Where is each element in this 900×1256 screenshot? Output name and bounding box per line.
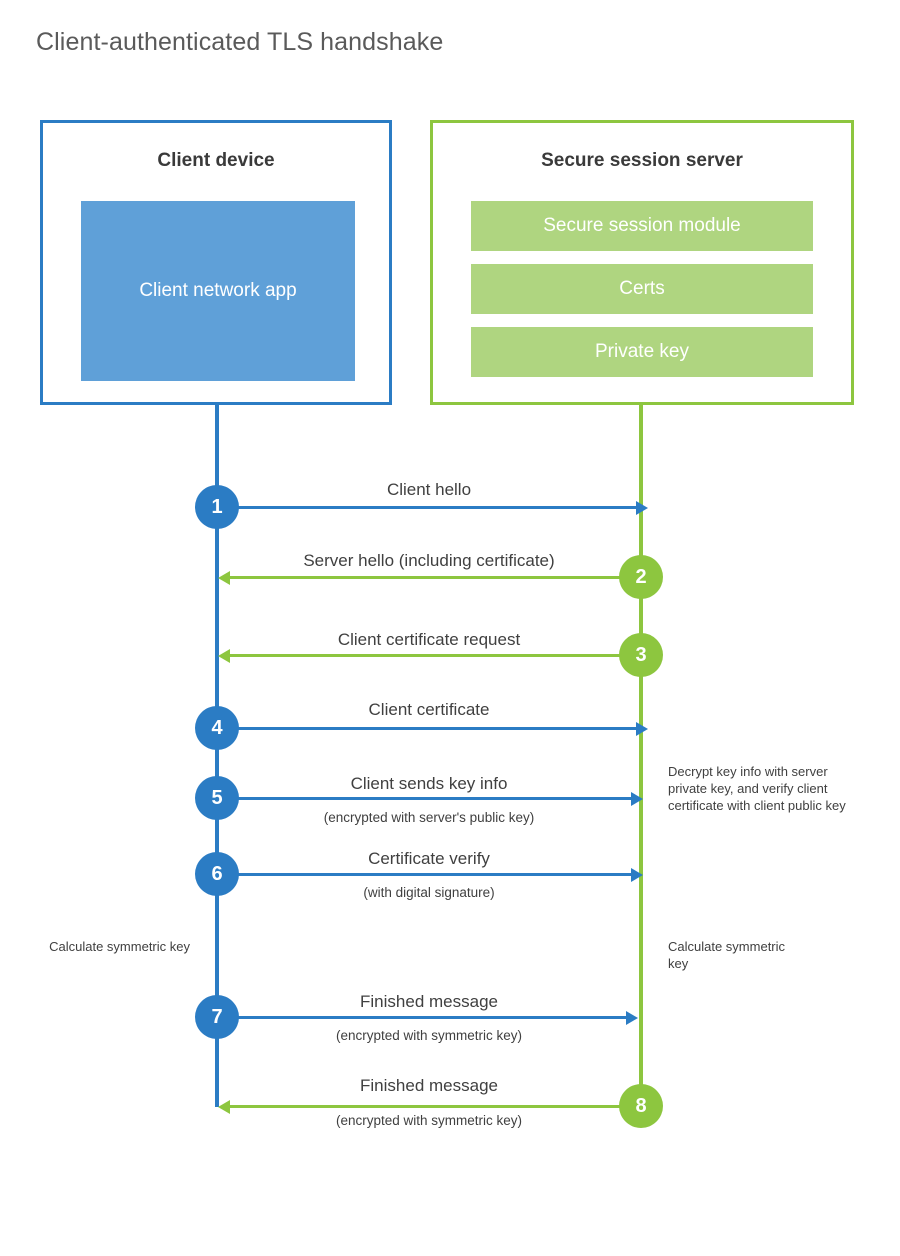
client-lifeline bbox=[215, 402, 219, 1107]
arrowhead-icon bbox=[636, 500, 648, 515]
step-5-sublabel: (encrypted with server's public key) bbox=[323, 810, 535, 825]
step-7-circle: 7 bbox=[195, 995, 239, 1039]
step-7-label: Finished message bbox=[360, 992, 498, 1011]
arrowhead-icon bbox=[218, 570, 230, 585]
step-6-arrow bbox=[217, 867, 643, 882]
step-7-sublabel: (encrypted with symmetric key) bbox=[335, 1028, 523, 1043]
server-calculate-symmetric-key-note: Calculate symmetric key bbox=[668, 939, 786, 972]
client-calculate-symmetric-key-note: Calculate symmetric key bbox=[49, 939, 190, 954]
step-6-label: Certificate verify bbox=[368, 849, 490, 868]
step-6-circle: 6 bbox=[195, 852, 239, 896]
server-component-secure-session-module: Secure session module bbox=[471, 201, 813, 251]
step-1-arrow bbox=[217, 500, 648, 515]
step-8-arrow bbox=[218, 1099, 624, 1114]
step-4-arrow bbox=[217, 721, 648, 736]
arrowhead-icon bbox=[636, 721, 648, 736]
step-1-label: Client hello bbox=[386, 480, 472, 499]
arrowhead-icon bbox=[626, 1010, 638, 1025]
arrowhead-icon bbox=[218, 648, 230, 663]
client-device-title: Client device bbox=[157, 150, 275, 171]
arrowhead-icon bbox=[218, 1099, 230, 1114]
step-7-arrow bbox=[217, 1010, 638, 1025]
step-3-label: Client certificate request bbox=[337, 630, 521, 649]
step-5-circle: 5 bbox=[195, 776, 239, 820]
page-title: Client-authenticated TLS handshake bbox=[36, 28, 444, 56]
client-device-box: Client device Client network app bbox=[40, 120, 392, 405]
secure-session-server-box: Secure session server Secure session mod… bbox=[430, 120, 854, 405]
step-8-sublabel: (encrypted with symmetric key) bbox=[335, 1113, 523, 1128]
step-8-circle: 8 bbox=[619, 1084, 663, 1128]
arrowhead-icon bbox=[631, 867, 643, 882]
step-5-label: Client sends key info bbox=[350, 774, 508, 793]
step-1-circle: 1 bbox=[195, 485, 239, 529]
step-4-label: Client certificate bbox=[368, 700, 490, 719]
server-component-certs: Certs bbox=[471, 264, 813, 314]
server-decrypt-note: Decrypt key info with server private key… bbox=[668, 764, 846, 814]
client-network-app-block: Client network app bbox=[81, 201, 355, 381]
server-lifeline bbox=[639, 402, 643, 1107]
step-5-arrow bbox=[217, 791, 643, 806]
step-8-label: Finished message bbox=[360, 1076, 498, 1095]
step-2-arrow bbox=[218, 570, 641, 585]
secure-session-server-title: Secure session server bbox=[541, 150, 743, 171]
step-2-label: Server hello (including certificate) bbox=[303, 551, 555, 570]
server-component-private-key: Private key bbox=[471, 327, 813, 377]
step-3-circle: 3 bbox=[619, 633, 663, 677]
arrowhead-icon bbox=[631, 791, 643, 806]
step-2-circle: 2 bbox=[619, 555, 663, 599]
step-4-circle: 4 bbox=[195, 706, 239, 750]
step-3-arrow bbox=[218, 648, 641, 663]
step-6-sublabel: (with digital signature) bbox=[363, 885, 495, 900]
